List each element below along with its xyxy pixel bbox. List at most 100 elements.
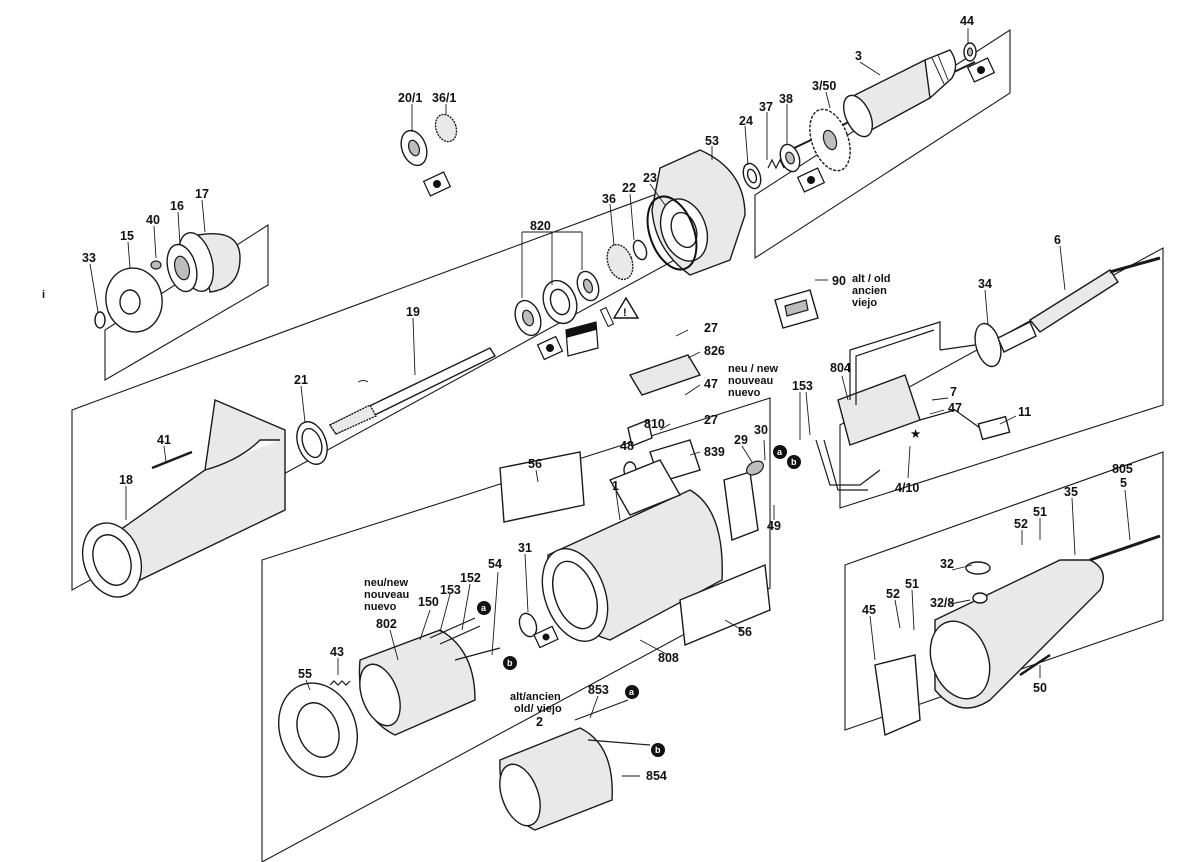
warning-icon	[612, 296, 640, 319]
label-3: 3	[855, 49, 862, 63]
motor-housing	[541, 459, 723, 642]
label-27-top: 27	[704, 321, 718, 335]
label-6: 6	[1054, 233, 1061, 247]
label-802: 802	[376, 617, 397, 631]
label-36-1: 36/1	[432, 91, 456, 105]
part-labels: 44 3 3/50 38 37 24 53 20/1 36/1 23 22 36…	[82, 14, 1133, 783]
label-32: 32	[940, 557, 954, 571]
plate-handle	[844, 451, 1164, 731]
label-40: 40	[146, 213, 160, 227]
front-bearing-group	[94, 232, 241, 333]
label-804: 804	[830, 361, 851, 375]
label-90: 90	[832, 274, 846, 288]
svg-text:a: a	[777, 447, 783, 457]
power-cable	[974, 256, 1161, 368]
label-7: 7	[950, 385, 957, 399]
svg-text:b: b	[507, 658, 513, 668]
label-17: 17	[195, 187, 209, 201]
connector-a-new	[477, 601, 491, 615]
svg-text:nouveau: nouveau	[364, 589, 409, 601]
leader-lines	[89, 28, 1131, 777]
label-839: 839	[704, 445, 725, 459]
label-11: 11	[1018, 405, 1031, 419]
connector-b-old	[651, 743, 665, 757]
plate-motor-housing	[261, 397, 771, 862]
label-22: 22	[622, 181, 636, 195]
label-19: 19	[406, 305, 420, 319]
label-152: 152	[460, 571, 481, 585]
version-notes: alt / old ancien viejo neu / new nouveau…	[364, 273, 891, 715]
label-150: 150	[418, 595, 439, 609]
label-16: 16	[170, 199, 184, 213]
label-44: 44	[960, 14, 974, 28]
label-1: 1	[612, 479, 619, 493]
label-49: 49	[767, 519, 781, 533]
label-4-10: 4/10	[895, 481, 919, 495]
connector-a-right	[773, 445, 787, 459]
svg-text:viejo: viejo	[852, 297, 877, 309]
label-24: 24	[739, 114, 753, 128]
label-18: 18	[119, 473, 133, 487]
label-51-left: 51	[905, 577, 919, 591]
gear-bearing-group: !	[514, 239, 648, 361]
label-5: 5	[1120, 476, 1127, 490]
label-plate-top	[499, 451, 585, 523]
label-153-left: 153	[440, 583, 461, 597]
note-826-new: neu / new	[728, 363, 779, 375]
label-27-mid: 27	[704, 413, 718, 427]
svg-text:nuevo: nuevo	[728, 387, 761, 399]
label-52-left: 52	[886, 587, 900, 601]
field-coil-802	[358, 617, 501, 736]
label-32-8: 32/8	[930, 596, 954, 610]
svg-text:!: !	[623, 307, 627, 319]
label-52-top: 52	[1014, 517, 1028, 531]
label-55: 55	[298, 667, 312, 681]
label-50: 50	[1033, 681, 1047, 695]
spindle	[328, 347, 497, 435]
note-2-old: alt/ancien	[510, 691, 561, 703]
label-43: 43	[330, 645, 344, 659]
label-34: 34	[978, 277, 992, 291]
connector-b-right	[787, 455, 801, 469]
note-802-new: neu/new	[364, 577, 408, 589]
label-47-top: 47	[704, 377, 718, 391]
label-853: 853	[588, 683, 609, 697]
star-icon: ★	[910, 427, 921, 441]
note-90-old: alt / old	[852, 273, 891, 285]
svg-text:old/ viejo: old/ viejo	[514, 703, 562, 715]
armature-assembly	[742, 42, 996, 193]
svg-text:b: b	[791, 457, 797, 467]
svg-text:a: a	[481, 603, 487, 613]
svg-text:nouveau: nouveau	[728, 375, 773, 387]
label-53: 53	[705, 134, 719, 148]
label-808: 808	[658, 651, 679, 665]
connector-a-old	[625, 685, 639, 699]
label-23: 23	[643, 171, 657, 185]
connector-b-new	[503, 656, 517, 670]
label-3-50: 3/50	[812, 79, 836, 93]
rear-handle	[874, 534, 1161, 737]
fan-baffle-55	[277, 682, 359, 778]
field-coil-old-2	[499, 699, 651, 831]
label-30: 30	[754, 423, 768, 437]
spring-43	[329, 680, 351, 686]
label-153-right: 153	[792, 379, 813, 393]
label-36: 36	[602, 192, 616, 206]
svg-text:b: b	[655, 745, 661, 755]
label-2: 2	[536, 715, 543, 729]
plate-electrics	[839, 247, 1164, 509]
gear-housing	[646, 149, 746, 276]
label-35: 35	[1064, 485, 1078, 499]
label-48: 48	[620, 439, 634, 453]
label-plate-bottom	[679, 563, 771, 647]
label-826: 826	[704, 344, 725, 358]
label-56-bottom: 56	[738, 625, 752, 639]
label-805: 805	[1112, 462, 1133, 476]
label-810: 810	[644, 417, 665, 431]
stray-mark: i	[42, 289, 45, 301]
label-54: 54	[488, 557, 502, 571]
connector-markers: a b a b a b	[477, 445, 801, 757]
label-33: 33	[82, 251, 96, 265]
label-31: 31	[518, 541, 532, 555]
